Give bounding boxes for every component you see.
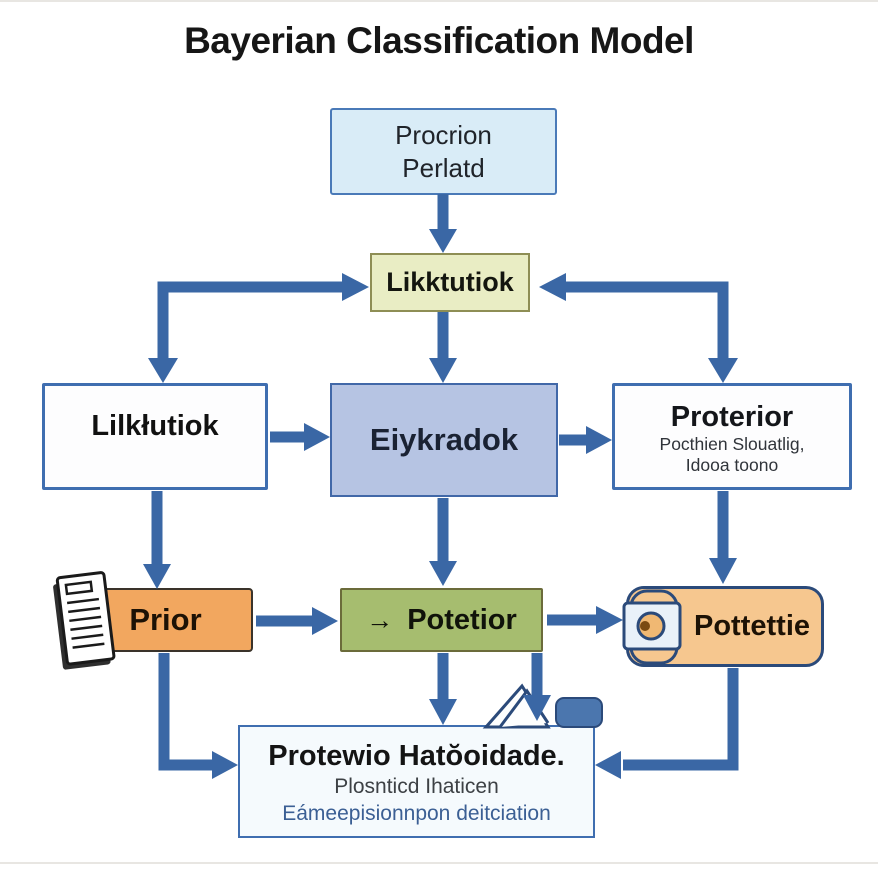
arrow-left-to-center (270, 423, 330, 451)
arrow-prior-to-green (256, 607, 338, 635)
node-bottom-line2: Plosnticd Ihaticen (334, 775, 499, 798)
arrow-green-to-bottom (429, 653, 457, 725)
node-evidence: Eiykradok (330, 383, 558, 497)
node-result: Protewio Hatŏoidade. Plosnticd Ihaticen … (238, 725, 595, 838)
arrow-green-to-peak (523, 653, 551, 721)
node-likelihood-label: Likktutiok (386, 267, 514, 297)
node-top-line1: Procrion (395, 119, 492, 150)
node-scroll-label: Pottettie (694, 610, 810, 642)
node-scroll: Pottettie (626, 586, 824, 667)
node-right-title: Proterior (670, 400, 794, 433)
node-top-line2: Perlatd (402, 152, 485, 183)
arrow-prior-to-bottom (158, 653, 238, 779)
arrow-top-to-likelihood (429, 194, 457, 253)
node-left-likelihood: Lilkłutiok (42, 383, 268, 490)
arrow-likelihood-to-center (429, 312, 457, 383)
arrow-elbow-right (539, 273, 738, 383)
arrow-elbow-left (148, 273, 369, 383)
arrow-right-to-scroll (709, 491, 737, 584)
right-arrow-glyph: → (366, 604, 394, 635)
node-right-sub2: Idooa toono (685, 454, 779, 475)
top-edge-line (0, 0, 878, 2)
node-prior: Prior (78, 588, 253, 652)
arrow-green-to-scroll (547, 606, 623, 634)
arrow-scroll-to-bottom (595, 668, 739, 779)
diagram-title: Bayerian Classification Model (184, 20, 694, 61)
arrow-center-to-green (429, 498, 457, 586)
node-green-label: Potetior (407, 603, 517, 636)
arrow-left-to-prior (143, 491, 171, 589)
arrow-center-to-right (559, 426, 612, 454)
folder-tab-icon (555, 697, 603, 728)
node-left-label: Lilkłutiok (91, 410, 219, 442)
node-right-sub1: Pocthien Slouatlig, (659, 433, 805, 454)
node-prior-probability: Procrion Perlatd (330, 108, 557, 195)
bottom-edge-line (0, 862, 878, 864)
node-bottom-line3: Eámeepisionnpon deitciation (282, 802, 551, 825)
node-posterior: Proterior Pocthien Slouatlig, Idooa toon… (612, 383, 852, 490)
node-likelihood: Likktutiok (370, 253, 530, 312)
paper-peak-icon (482, 683, 551, 729)
node-prior-label: Prior (129, 602, 202, 637)
node-bottom-line1: Protewio Hatŏoidade. (268, 740, 565, 772)
node-posterior-green: → Potetior (340, 588, 543, 652)
node-center-label: Eiykradok (369, 422, 519, 457)
